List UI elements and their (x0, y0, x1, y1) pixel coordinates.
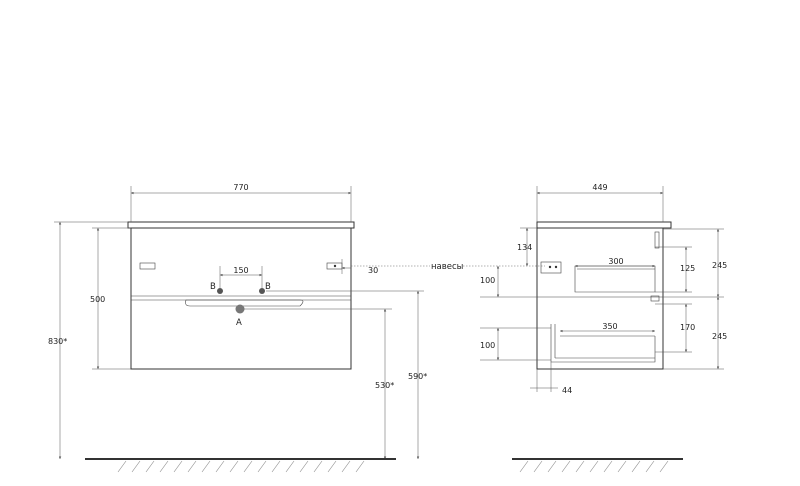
drain-height-label: 530* (375, 381, 394, 390)
side-bracket (540, 261, 562, 274)
lower-section-label: 245 (712, 332, 727, 341)
plinth-label: 44 (562, 386, 572, 395)
point-a-label: A (236, 318, 242, 328)
drawer-lower-depth-label: 350 (602, 322, 617, 331)
front-floor-hatch (117, 460, 365, 473)
front-countertop (127, 221, 355, 229)
drawer-upper-height-label: 125 (680, 264, 695, 273)
front-cabinet-body (130, 227, 352, 370)
width-label: 770 (233, 183, 248, 192)
side-countertop (536, 221, 672, 229)
drawer-lower-height-label: 170 (680, 323, 695, 332)
height-label: 500 (90, 295, 105, 304)
side-cabinet-body (536, 227, 664, 370)
front-view: 770 150 B B A 30 500 830* 530* 590* (48, 183, 430, 473)
upper-section-label: 245 (712, 261, 727, 270)
side-view: 449 134 100 300 125 245 350 170 245 (480, 183, 727, 473)
upper-drawer-box (574, 265, 656, 293)
point-b-left-label: B (210, 282, 216, 292)
bracket-offset-label: 30 (368, 266, 378, 275)
lower-offset-label: 100 (480, 341, 495, 350)
bracket-top-label: 134 (517, 243, 532, 252)
side-floor-hatch (519, 460, 669, 473)
drawer-upper-depth-label: 300 (608, 257, 623, 266)
lower-drawer-box (550, 324, 656, 363)
hole-spacing-label: 150 (233, 266, 248, 275)
bracket-height-label: 100 (480, 276, 495, 285)
hole-b-left (217, 288, 223, 294)
hole-a (235, 304, 245, 314)
total-height-label: 830* (48, 337, 67, 346)
depth-label: 449 (592, 183, 607, 192)
point-b-right-label: B (265, 282, 271, 292)
hole-b-right (259, 288, 265, 294)
supply-height-label: 590* (408, 372, 427, 381)
left-bracket-mark (139, 262, 156, 270)
hinges-label: навесы (431, 262, 463, 272)
front-handle-groove (185, 299, 304, 307)
